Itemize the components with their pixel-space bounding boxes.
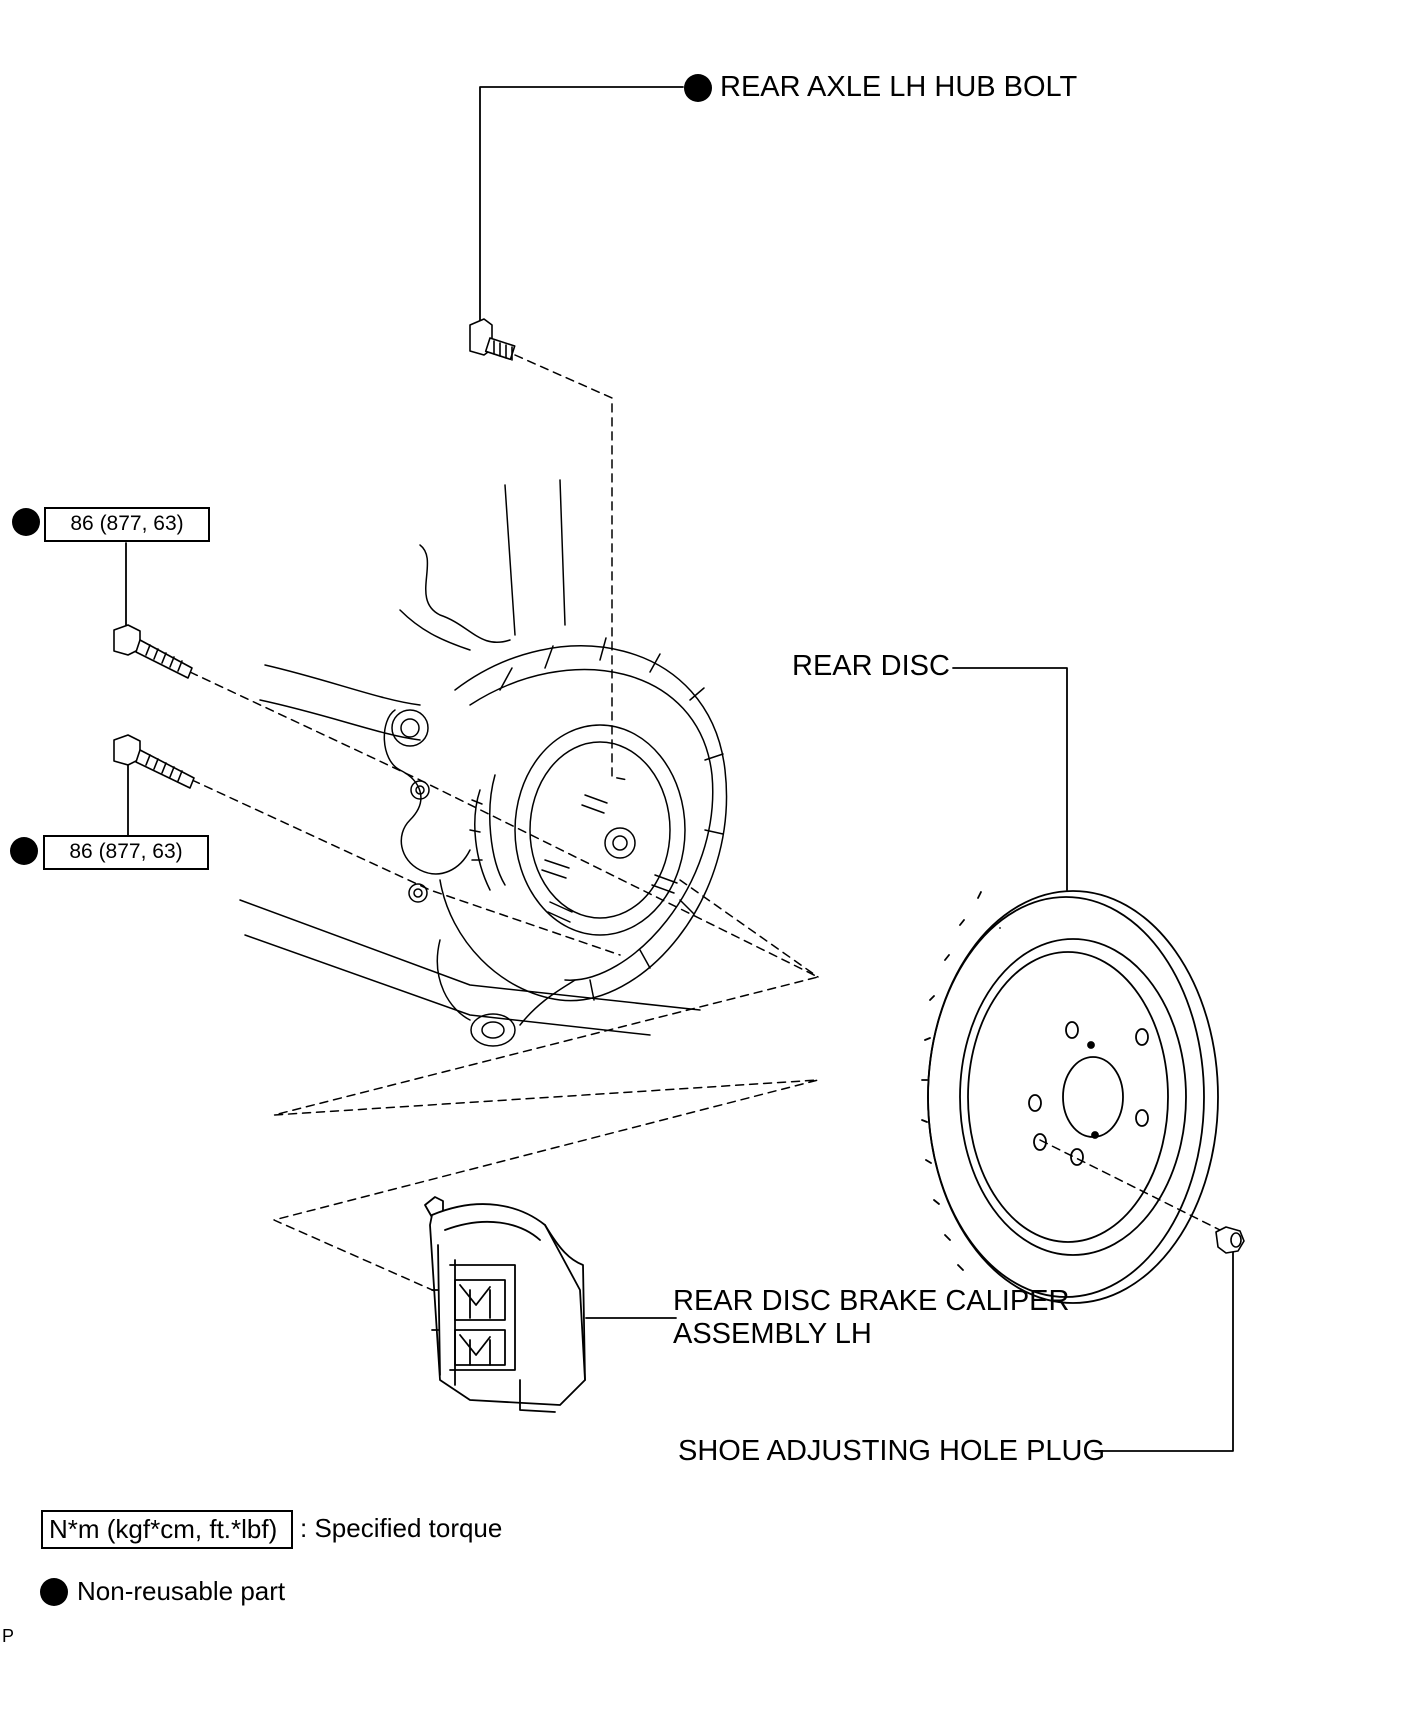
legend-torque-desc: : Specified torque xyxy=(300,1513,503,1543)
lower-bolt-torque-box: 86 (877, 63) xyxy=(43,835,209,870)
legend-torque-units-box: N*m (kgf*cm, ft.*lbf) xyxy=(41,1510,293,1549)
caliper-label-line1: REAR DISC BRAKE CALIPER xyxy=(673,1285,1070,1317)
hole-plug-leader xyxy=(1091,1251,1234,1452)
hole-plug-part xyxy=(1215,1226,1245,1254)
leader-lines xyxy=(125,86,1234,1452)
lower-knuckle-bolt-part xyxy=(113,734,195,789)
caliper-label-line2: ASSEMBLY LH xyxy=(673,1318,872,1350)
hole-plug-label: SHOE ADJUSTING HOLE PLUG xyxy=(678,1435,1106,1467)
corner-mark: P xyxy=(2,1626,15,1646)
legend-nonreusable-desc: Non-reusable part xyxy=(77,1576,286,1606)
rear-disc-leader xyxy=(952,667,1068,891)
hub-bolt-nonreusable-icon xyxy=(684,74,712,102)
hub-bolt-leader xyxy=(479,86,684,333)
upper-bolt-torque-box: 86 (877, 63) xyxy=(44,507,210,542)
rear-disc-label: REAR DISC xyxy=(792,650,950,682)
hub-bolt-part xyxy=(469,318,516,361)
hub-bolt-label: REAR AXLE LH HUB BOLT xyxy=(720,71,1078,103)
upper-knuckle-bolt-part xyxy=(113,624,193,679)
lower-bolt-nonreusable-icon xyxy=(10,837,38,865)
axle-knuckle-assembly xyxy=(239,479,728,1047)
rear-disc-part xyxy=(921,890,1219,1304)
legend-nonreusable-icon xyxy=(40,1578,68,1606)
upper-bolt-nonreusable-icon xyxy=(12,508,40,536)
caliper-part xyxy=(424,1196,586,1413)
alignment-dashes xyxy=(189,354,1221,1301)
